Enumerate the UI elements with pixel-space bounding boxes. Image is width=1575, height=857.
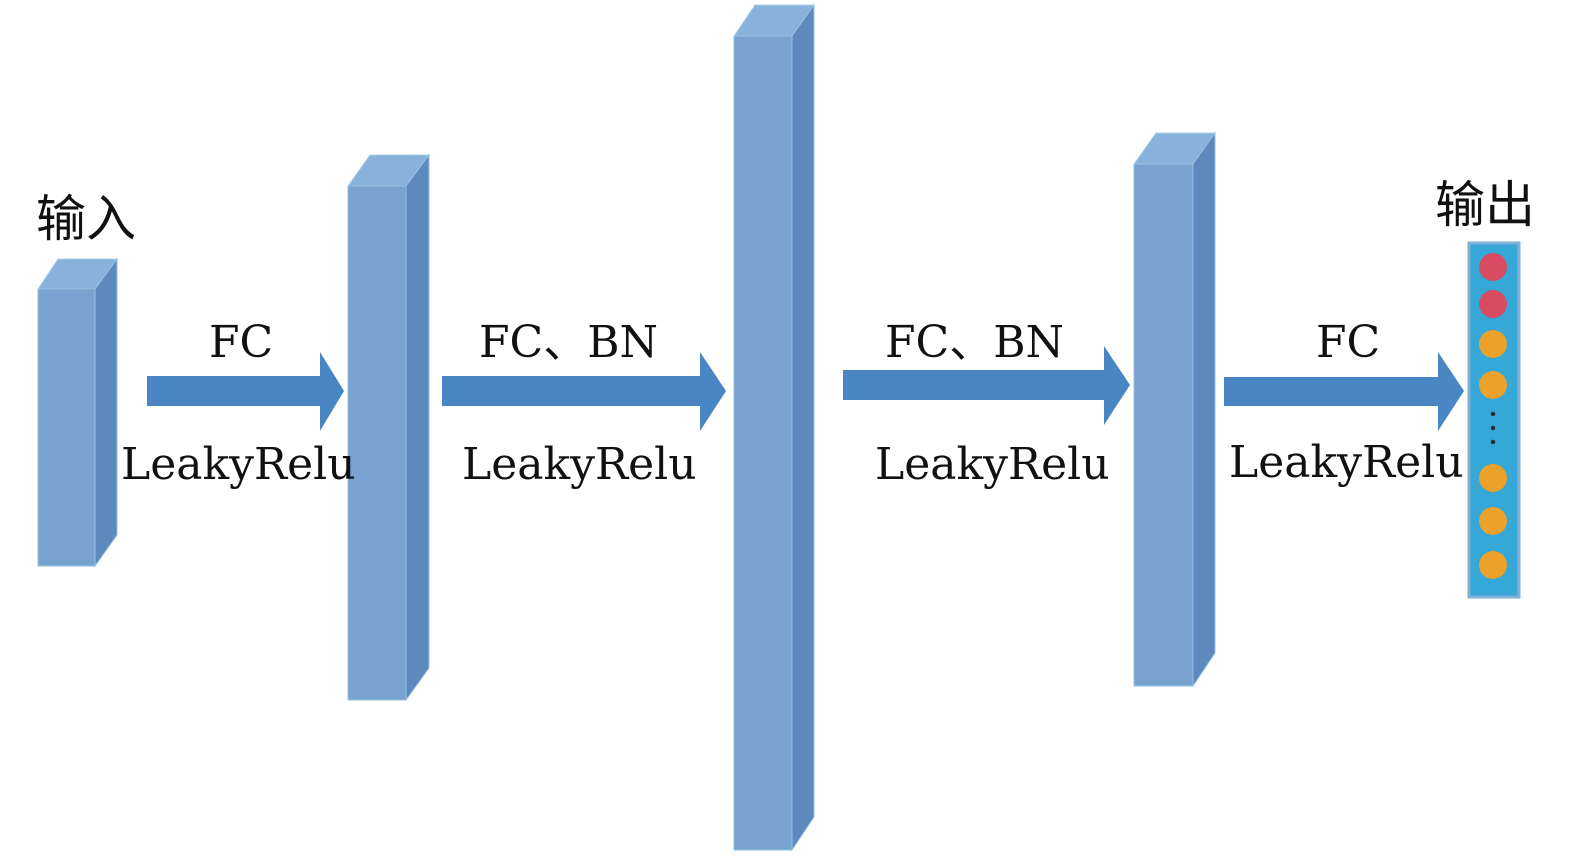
- input-label: 输入: [36, 190, 136, 248]
- output-node-7: [1479, 551, 1507, 579]
- arrow-1-shape: [147, 352, 344, 431]
- input-layer-front: [37, 288, 96, 567]
- output-node-4: [1479, 371, 1507, 399]
- output-vector: [1467, 241, 1521, 599]
- connection-2-top-label: FC、BN: [479, 317, 659, 368]
- output-node-2: [1479, 290, 1507, 318]
- hidden-layer-1-side: [405, 153, 430, 702]
- output-node-5: [1479, 464, 1507, 492]
- hidden-layer-2-side: [791, 3, 815, 852]
- connection-arrow-2: [442, 352, 726, 431]
- ellipsis-dot-1: [1490, 411, 1496, 417]
- connection-arrow-3: [843, 346, 1130, 425]
- connection-1-bottom-label: LeakyRelu: [121, 439, 356, 490]
- hidden-layer-3-block: [1133, 131, 1216, 688]
- connection-arrow-4: [1224, 352, 1464, 431]
- connection-3-bottom-label: LeakyRelu: [875, 439, 1110, 490]
- arrow-2-shape: [442, 352, 726, 431]
- output-node-1: [1479, 253, 1507, 281]
- input-layer-block: [37, 257, 118, 568]
- hidden-layer-3-side: [1192, 131, 1216, 688]
- arrow-3-shape: [843, 346, 1130, 425]
- ellipsis-dot-2: [1490, 425, 1496, 431]
- arrow-4-shape: [1224, 352, 1464, 431]
- connection-4-bottom-label: LeakyRelu: [1229, 437, 1464, 488]
- input-layer-side: [94, 257, 118, 568]
- hidden-layer-1-front: [347, 185, 407, 701]
- connection-arrow-1: [147, 352, 344, 431]
- connection-1-top-label: FC: [209, 317, 274, 368]
- output-node-3: [1479, 330, 1507, 358]
- output-label: 输出: [1435, 176, 1535, 234]
- hidden-layer-2-block: [733, 3, 815, 852]
- connection-3-top-label: FC、BN: [885, 317, 1065, 368]
- connection-4-top-label: FC: [1316, 317, 1381, 368]
- output-node-6: [1479, 507, 1507, 535]
- ellipsis-dot-3: [1490, 439, 1496, 445]
- hidden-layer-1-block: [347, 153, 430, 702]
- hidden-layer-3-front: [1133, 163, 1194, 687]
- connection-2-bottom-label: LeakyRelu: [462, 439, 697, 490]
- hidden-layer-2-front: [733, 35, 793, 851]
